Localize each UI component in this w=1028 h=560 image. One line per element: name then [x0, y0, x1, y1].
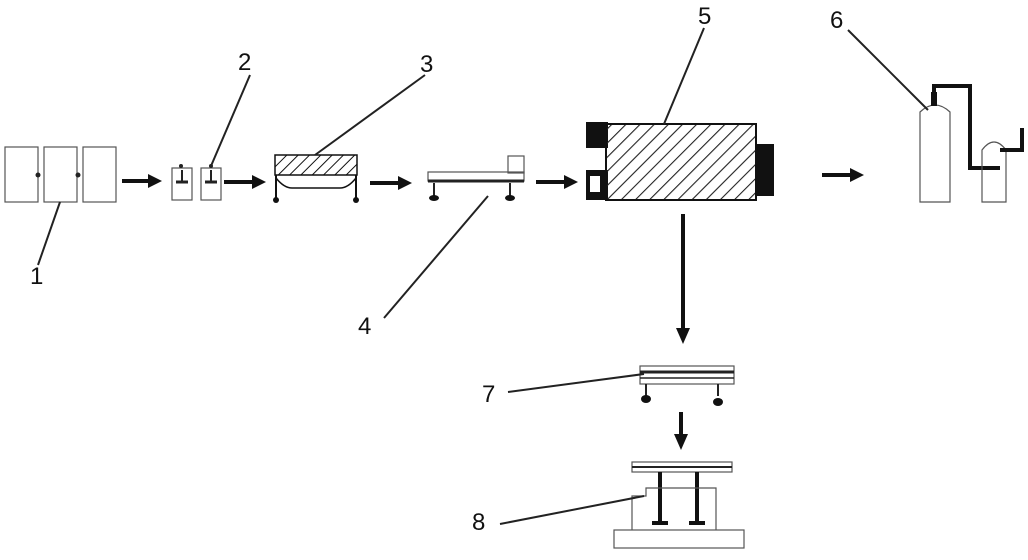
- flow-arrow-3: [370, 176, 412, 190]
- leader-line-5: [663, 27, 705, 125]
- component-6-cylinders: [847, 29, 1024, 203]
- leader-line-2: [210, 74, 251, 167]
- component-8-press-frame: [499, 461, 745, 549]
- flow-arrow-down-2: [674, 412, 688, 450]
- component-2-containers: [171, 74, 251, 201]
- label-4: 4: [358, 313, 371, 340]
- component-3-hatched-table: [273, 74, 426, 203]
- label-8: 8: [472, 509, 485, 536]
- leader-line-7: [507, 373, 645, 393]
- component-4-conveyor: [383, 155, 525, 319]
- flow-arrow-down-1: [676, 214, 690, 344]
- label-1: 1: [30, 263, 43, 290]
- label-2: 2: [238, 49, 251, 76]
- component-1-panels: [4, 146, 117, 266]
- label-6: 6: [830, 7, 843, 34]
- component-5-machine: [586, 27, 774, 201]
- leader-line-6: [847, 29, 929, 111]
- flow-arrow-1: [122, 174, 162, 188]
- flow-arrow-4: [536, 175, 578, 189]
- flow-arrow-5: [822, 168, 864, 182]
- leader-line-1: [37, 201, 61, 266]
- leader-line-3: [314, 74, 426, 156]
- label-3: 3: [420, 51, 433, 78]
- component-7-lower-conveyor: [507, 365, 735, 406]
- flow-arrow-2: [224, 175, 266, 189]
- label-5: 5: [698, 3, 711, 30]
- leader-line-8: [499, 495, 645, 525]
- label-7: 7: [482, 381, 495, 408]
- leader-line-4: [383, 195, 489, 319]
